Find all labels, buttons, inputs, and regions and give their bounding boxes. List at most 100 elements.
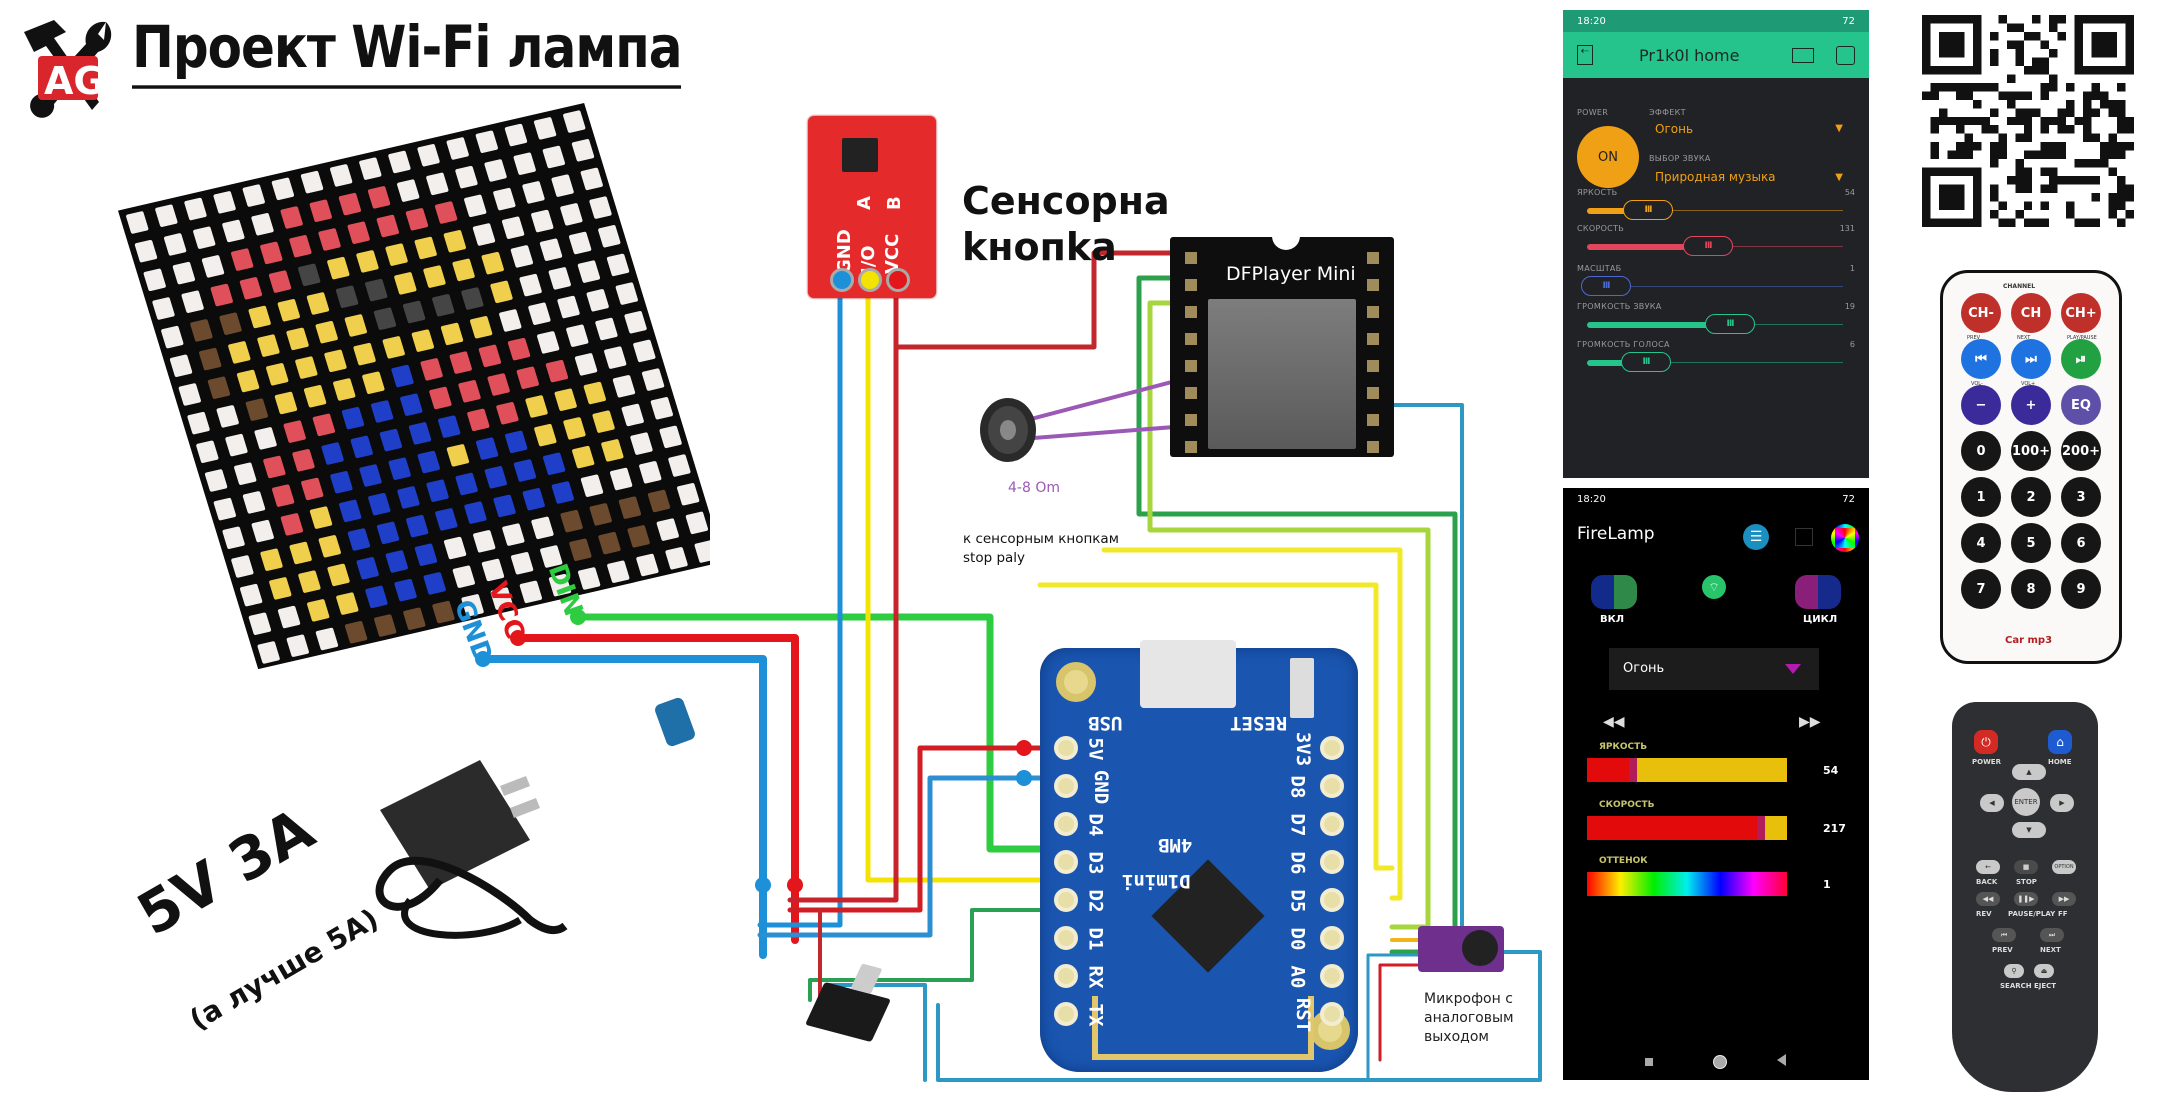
- right-button[interactable]: ▶: [2050, 794, 2074, 812]
- previous-effect-icon[interactable]: ◀◀: [1603, 714, 1625, 730]
- remote-button[interactable]: 3: [2061, 477, 2101, 517]
- slider[interactable]: III: [1581, 276, 1843, 298]
- left-button[interactable]: ◀: [1980, 794, 2004, 812]
- rev-button[interactable]: ◀◀: [1976, 892, 2000, 906]
- qr-module: [2083, 133, 2092, 143]
- qr-module: [2015, 167, 2024, 177]
- slider[interactable]: III: [1581, 352, 1843, 374]
- led-pixel: [359, 157, 382, 180]
- enter-button[interactable]: ENTER: [2012, 788, 2040, 816]
- slider-label: ГРОМКОСТЬ ГОЛОСА: [1577, 340, 1670, 349]
- qr-module: [1947, 150, 1956, 160]
- next-label: NEXT: [2040, 946, 2061, 954]
- remote-button[interactable]: −: [1961, 385, 2001, 425]
- pin-label: A0: [1286, 965, 1309, 989]
- next-button[interactable]: ⏭: [2040, 928, 2064, 942]
- touch-pad-vcc: [886, 268, 910, 292]
- nav-recents-icon[interactable]: [1645, 1058, 1653, 1066]
- cycle-toggle[interactable]: [1795, 575, 1841, 609]
- qr-module: [2049, 176, 2058, 185]
- remote-button[interactable]: 100+: [2011, 431, 2051, 471]
- effect-select[interactable]: Огонь: [1655, 122, 1694, 136]
- value-bar[interactable]: [1587, 816, 1787, 840]
- led-pixel: [271, 177, 295, 201]
- remote-button[interactable]: 4: [1961, 523, 2001, 563]
- option-button[interactable]: OPTION: [2052, 860, 2076, 874]
- led-pixel: [295, 356, 318, 379]
- qr-module: [1938, 82, 1948, 92]
- square-icon[interactable]: [1795, 528, 1813, 546]
- prev-button[interactable]: ⏮: [1992, 928, 2016, 942]
- slider-thumb[interactable]: III: [1683, 236, 1733, 256]
- led-pixel: [368, 492, 391, 516]
- color-wheel-icon[interactable]: [1831, 524, 1859, 552]
- exit-icon[interactable]: ⇠: [1577, 45, 1593, 65]
- search-button[interactable]: ⚲: [2004, 964, 2024, 978]
- remote-button[interactable]: EQ: [2061, 385, 2101, 425]
- slider[interactable]: III: [1581, 200, 1843, 222]
- slider-thumb[interactable]: III: [1621, 352, 1671, 372]
- pause-play-button[interactable]: ❚❚▶: [2014, 892, 2038, 906]
- slider-thumb[interactable]: III: [1623, 200, 1673, 220]
- power-toggle[interactable]: [1591, 575, 1637, 609]
- up-button[interactable]: ▲: [2012, 764, 2046, 780]
- nav-back-icon[interactable]: [1777, 1054, 1786, 1066]
- effect-dropdown-arrow-icon[interactable]: ▼: [1835, 123, 1843, 134]
- remote-button[interactable]: 7: [1961, 569, 2001, 609]
- qr-module: [1972, 167, 1982, 227]
- wire-gnd: [479, 655, 767, 959]
- remote-button[interactable]: ⏮: [1961, 339, 2001, 379]
- wifi-icon[interactable]: ⌔: [1702, 575, 1726, 599]
- stop-button[interactable]: ■: [2014, 860, 2038, 874]
- sound-select[interactable]: Природная музыка: [1655, 170, 1776, 184]
- stop-icon[interactable]: [1836, 45, 1855, 65]
- qr-module: [2023, 31, 2033, 41]
- value-bar[interactable]: [1587, 758, 1787, 782]
- back-button[interactable]: ←: [1976, 860, 2000, 874]
- led-pixel: [443, 536, 467, 560]
- remote-button[interactable]: 1: [1961, 477, 2001, 517]
- remote-button[interactable]: 6: [2061, 523, 2101, 563]
- led-pixel: [370, 400, 394, 423]
- remote-button[interactable]: ⏯: [2061, 339, 2101, 379]
- eject-button[interactable]: ⏏: [2034, 964, 2054, 978]
- device-icon[interactable]: [1792, 47, 1814, 63]
- ff-button[interactable]: ▶▶: [2052, 892, 2076, 906]
- remote-button[interactable]: CH: [2011, 293, 2051, 333]
- remote-button[interactable]: 2: [2011, 477, 2051, 517]
- list-icon[interactable]: ☰: [1743, 524, 1769, 550]
- remote-button[interactable]: 5: [2011, 523, 2051, 563]
- remote-button[interactable]: 8: [2011, 569, 2051, 609]
- remote-button[interactable]: 200+: [2061, 431, 2101, 471]
- led-pixel: [484, 159, 507, 182]
- remote-button[interactable]: CH-: [1961, 293, 2001, 333]
- slider[interactable]: III: [1581, 314, 1843, 336]
- next-effect-icon[interactable]: ▶▶: [1799, 714, 1821, 730]
- slider[interactable]: III: [1581, 236, 1843, 258]
- slider-thumb[interactable]: III: [1581, 276, 1631, 296]
- slider-thumb[interactable]: III: [1705, 314, 1755, 334]
- remote-button[interactable]: 0: [1961, 431, 2001, 471]
- power-button-icon[interactable]: ⏻: [1974, 730, 1998, 754]
- nav-home-icon[interactable]: [1713, 1055, 1727, 1069]
- remote-button[interactable]: 9: [2061, 569, 2101, 609]
- led-pixel: [187, 411, 210, 435]
- led-pixel: [382, 336, 405, 359]
- button-sub-label: VOL-: [1971, 381, 1983, 387]
- led-pixel: [292, 449, 315, 472]
- remote-button[interactable]: ⏭: [2011, 339, 2051, 379]
- qr-module: [2015, 159, 2024, 168]
- led-pixel: [329, 164, 353, 187]
- remote-button[interactable]: CH+: [2061, 293, 2101, 333]
- remote-button[interactable]: +: [2011, 385, 2051, 425]
- qr-module: [2083, 125, 2092, 134]
- sound-dropdown-arrow-icon[interactable]: ▼: [1835, 172, 1843, 183]
- led-pixel: [519, 273, 542, 297]
- home-button-icon[interactable]: ⌂: [2048, 730, 2072, 754]
- power-on-button[interactable]: ON: [1577, 126, 1639, 188]
- qr-module: [2032, 57, 2041, 66]
- qr-module: [2049, 142, 2058, 151]
- effect-dropdown[interactable]: Огонь: [1609, 648, 1819, 690]
- down-button[interactable]: ▼: [2012, 822, 2046, 838]
- value-bar[interactable]: [1587, 872, 1787, 896]
